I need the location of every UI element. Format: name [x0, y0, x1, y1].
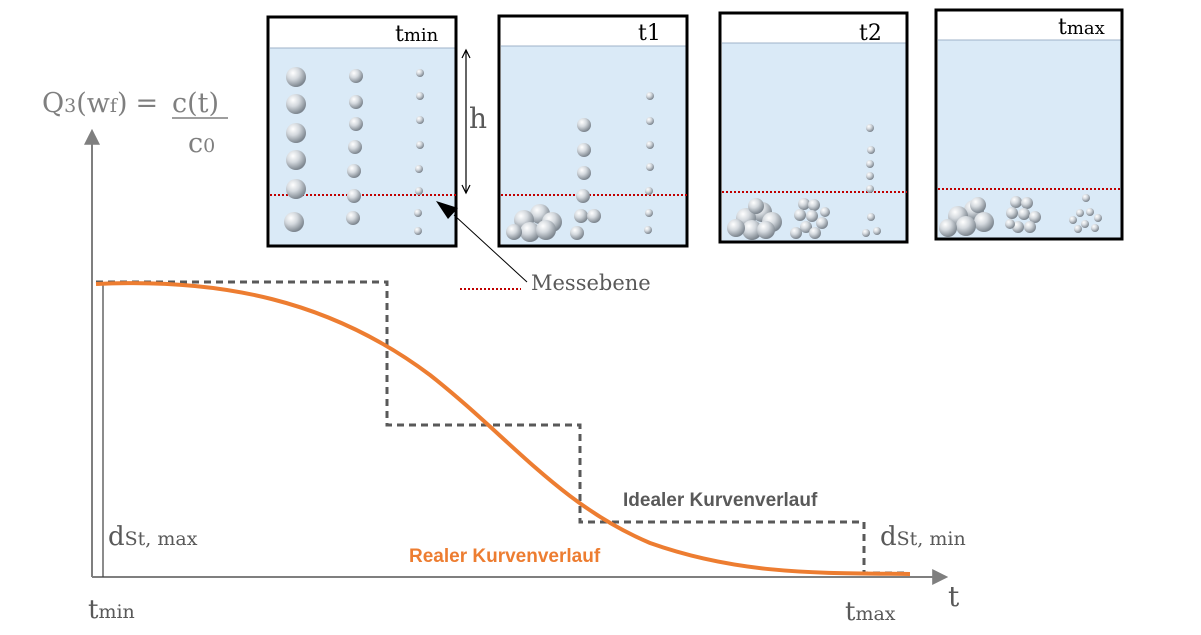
beaker-tmin: tmin — [266, 15, 458, 248]
real-curve-label: Realer Kurvenverlauf — [409, 546, 601, 567]
beaker-label: tmax — [1058, 15, 1105, 40]
messebene-callout: Messebene — [436, 201, 651, 295]
beaker-t1: t1 — [497, 14, 689, 248]
height-label: h — [469, 102, 487, 135]
fraction-denominator: c0 — [188, 128, 215, 159]
beaker-label: t1 — [638, 21, 661, 46]
particles — [284, 67, 424, 235]
beaker-label: t2 — [859, 21, 882, 46]
tick-tmax: tmax — [845, 597, 896, 627]
beaker-outline — [718, 11, 909, 244]
ideal-curve — [96, 280, 908, 575]
beaker-tmax: tmax — [934, 8, 1124, 241]
beaker-t2: t2 — [718, 11, 909, 244]
label-dst-min: dSt, min — [880, 522, 966, 552]
beaker-outline — [266, 15, 458, 248]
ideal-curve-label: Idealer Kurvenverlauf — [623, 490, 818, 511]
beaker-outline — [934, 8, 1124, 241]
svg-text:Q3(wf)=: Q3(wf)= — [42, 88, 158, 119]
tick-tmin: tmin — [88, 595, 135, 625]
height-indicator: h — [461, 48, 487, 195]
particles — [727, 124, 881, 240]
fraction-numerator: c(t) — [172, 88, 219, 119]
pointer-arrowhead — [436, 201, 458, 219]
messebene-label: Messebene — [531, 271, 651, 295]
x-axis-label: t — [948, 580, 960, 613]
beaker-label: tmin — [395, 22, 439, 47]
real-curve — [95, 281, 911, 576]
particles — [506, 92, 654, 242]
beaker-outline — [497, 14, 689, 248]
particles — [939, 194, 1102, 237]
label-dst-max: dSt, max — [108, 522, 198, 552]
y-axis-label: Q3(wf)= c(t) c0 — [42, 88, 228, 159]
